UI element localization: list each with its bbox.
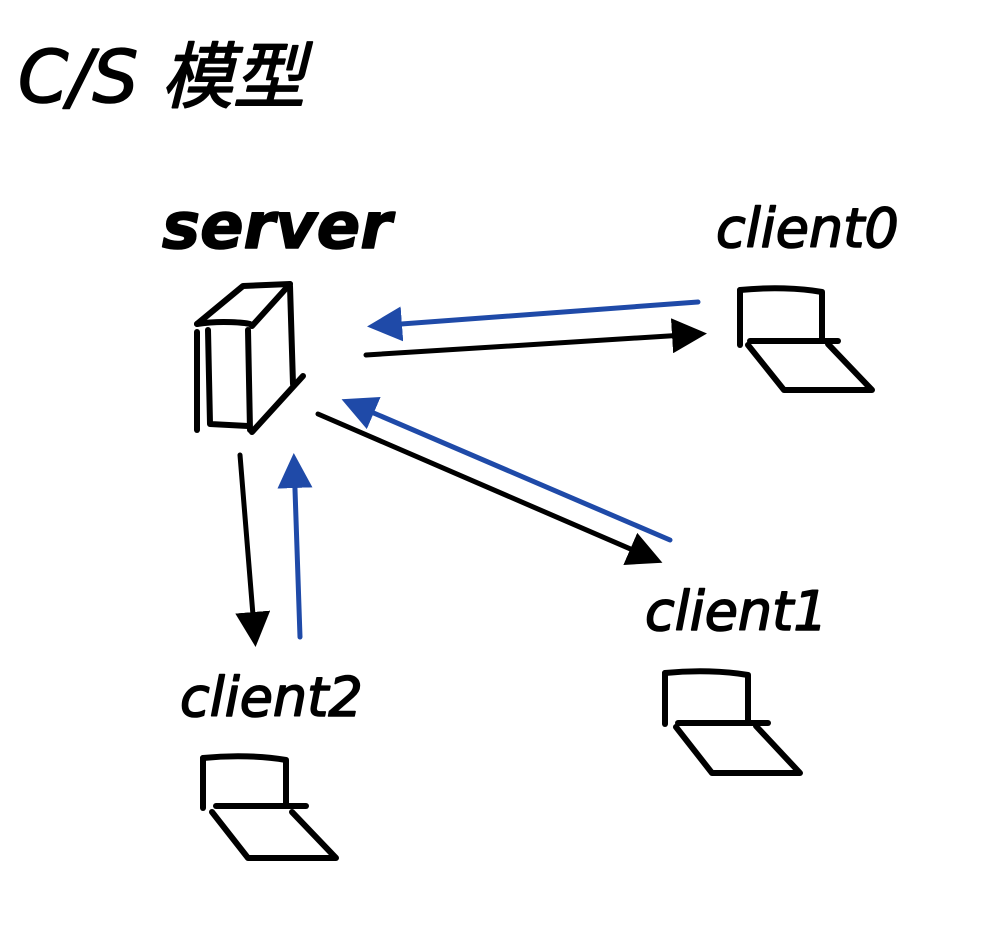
- client2-label: client2: [180, 666, 363, 729]
- laptop-icon: [662, 668, 803, 776]
- client1-node: client1: [644, 579, 828, 776]
- server-node: server: [161, 189, 396, 435]
- client0-node: client0: [715, 196, 899, 393]
- server-tower-icon: [194, 281, 306, 435]
- arrow-server-to-client1: [315, 411, 663, 565]
- arrow-server-to-client0: [363, 318, 707, 358]
- arrow-client2-to-server: [277, 453, 313, 640]
- server-label: server: [162, 190, 395, 264]
- laptop-icon: [737, 285, 875, 393]
- laptop-icon: [200, 753, 339, 861]
- client0-label: client0: [716, 197, 899, 260]
- diagram-title: C/S 模型: [18, 35, 313, 119]
- client2-node: client2: [179, 665, 363, 861]
- arrow-client1-to-server: [341, 396, 673, 543]
- client1-label: client1: [645, 580, 828, 643]
- arrow-client0-to-server: [367, 299, 701, 342]
- arrow-server-to-client2: [235, 452, 271, 647]
